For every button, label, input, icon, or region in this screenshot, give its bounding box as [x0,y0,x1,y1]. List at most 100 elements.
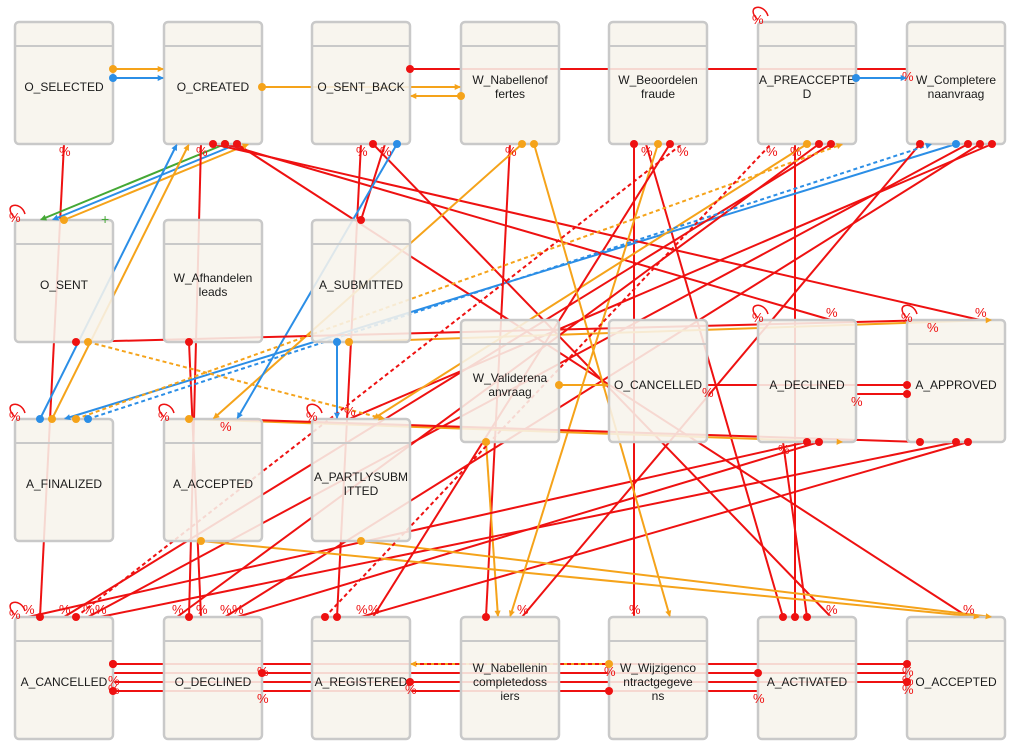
node-label: ntractgegeve [623,675,693,689]
edge [87,143,933,420]
edge-target-percent-marker: % [517,602,529,617]
edge-target-percent-marker: % [380,144,392,159]
node-box [459,20,561,146]
edge-source-dot [827,140,835,148]
edge-source-dot [964,140,972,148]
edge-target-percent-marker: % [220,419,232,434]
edge-arrowhead [836,438,843,445]
edge [360,143,386,221]
edge-arrowhead [157,65,164,73]
edge [521,143,921,618]
node-o-sent[interactable]: O_SENT [13,218,115,344]
node-label: A_PARTLYSUBM [314,470,408,484]
edge-source-dot [952,140,960,148]
edge-source-dot [482,438,490,446]
node-box [607,615,709,741]
self-loop-percent-marker: % [9,409,21,424]
edge-arrowhead [213,412,220,419]
edge-source-dot [60,216,68,224]
node-label: W_Afhandelen [174,271,253,285]
self-loop [158,403,175,418]
node-o-declined[interactable]: O_DECLINED [162,615,264,741]
edge-target-percent-marker: % [963,602,975,617]
edge-arrowhead [454,83,461,91]
node-label: A_SUBMITTED [319,278,403,292]
node-a-cancelled[interactable]: A_CANCELLED [13,615,115,741]
node-label: W_Nabellenof [472,73,548,87]
self-loop-percent-marker: % [9,210,21,225]
edge-source-dot [903,390,911,398]
edge-target-percent-marker: % [604,664,616,679]
node-a-finalized[interactable]: A_FINALIZED [13,417,115,543]
edge-source-dot [518,140,526,148]
node-o-cancelled[interactable]: O_CANCELLED [607,318,709,444]
edge-source-dot [84,338,92,346]
node-label: O_SENT [40,278,89,292]
node-a-submitted[interactable]: A_SUBMITTED [310,218,412,344]
edge-source-dot [209,140,217,148]
edge [27,441,808,618]
node-box [13,20,115,146]
edge-source-dot [36,415,44,423]
edge-source-dot [233,140,241,148]
edge-source-dot [185,415,193,423]
edge-arrowhead [494,610,501,617]
node-o-selected[interactable]: O_SELECTED [13,20,115,146]
node-box [162,218,264,344]
edge-target-percent-marker: % [902,664,914,679]
edge-source-dot [48,415,56,423]
self-loop-percent-marker: % [9,607,21,622]
node-label: ITTED [344,484,379,498]
edge-target-percent-marker: % [902,682,914,697]
edge [348,143,993,420]
node-a-declined[interactable]: A_DECLINED [756,318,858,444]
edge-source-dot [345,338,353,346]
edge-source-dot [916,438,924,446]
edge-source-dot [321,613,329,621]
node-o-accepted[interactable]: O_ACCEPTED [905,615,1007,741]
edge-arrowhead [985,317,992,324]
edge-source-dot [185,613,193,621]
self-loop-percent-marker: % [752,12,764,27]
edge-target-percent-marker: % [826,602,838,617]
node-a-registered[interactable]: A_REGISTERED [310,615,412,741]
edge-arrowhead [157,74,164,82]
edge-source-dot [185,338,193,346]
edge [360,540,993,618]
edge-target-percent-marker: % [790,144,802,159]
node-a-approved[interactable]: A_APPROVED [905,318,1007,444]
node-a-activated[interactable]: A_ACTIVATED [756,615,858,741]
edge-target-percent-marker: % [196,602,208,617]
node-label: ns [652,689,665,703]
self-loop-percent-marker: % [901,310,913,325]
edge-arrowhead [52,214,59,221]
node-o-sent-back[interactable]: O_SENT_BACK [310,20,412,146]
edge-source-dot [803,438,811,446]
node-box [310,20,412,146]
edge-source-dot [72,338,80,346]
self-loop-percent-marker: % [306,409,318,424]
edge-target-percent-marker: % [677,144,689,159]
node-a-accepted[interactable]: A_ACCEPTED [162,417,264,543]
self-loop-percent-marker: % [752,310,764,325]
edge-source-dot [815,438,823,446]
node-label: O_DECLINED [175,675,252,689]
edge-arrowhead [925,143,932,149]
edge [372,143,808,420]
node-label: leads [199,285,228,299]
node-label: W_Validerena [473,371,548,385]
node-label: A_APPROVED [915,378,997,392]
node-o-created[interactable]: O_CREATED [162,20,264,146]
node-label: W_Completere [916,73,996,87]
edge [63,143,250,221]
edge-source-dot [530,140,538,148]
